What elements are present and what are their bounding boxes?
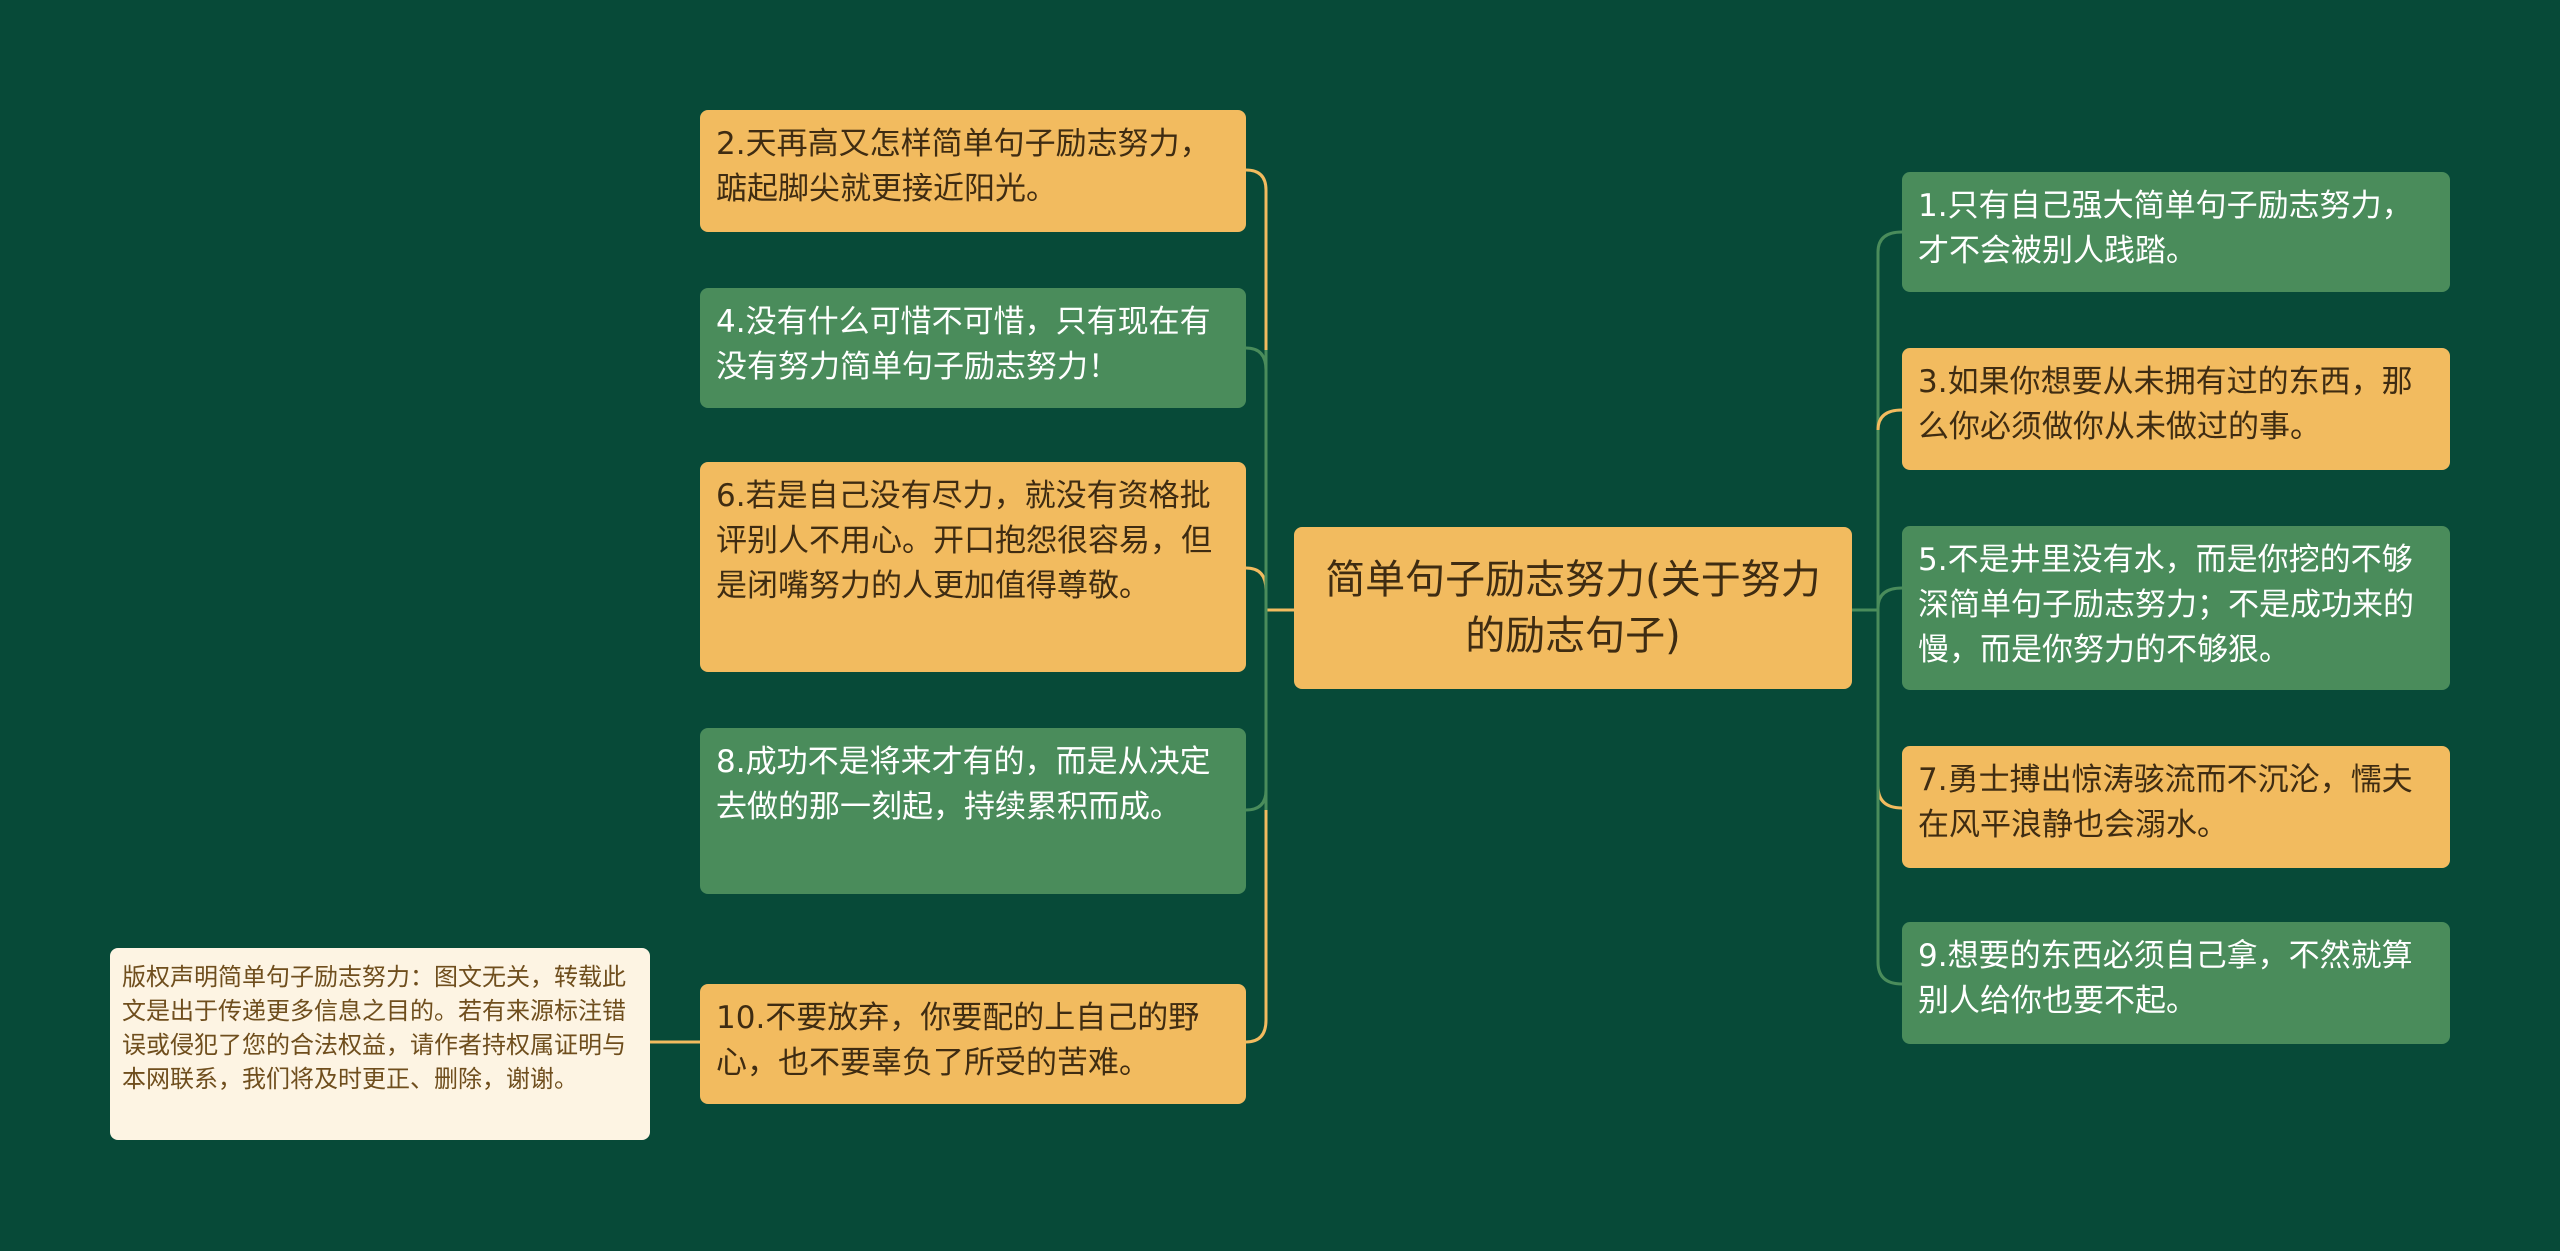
left-node-2: 2.天再高又怎样简单句子励志努力，踮起脚尖就更接近阳光。 [700, 110, 1246, 232]
root-node-text: 简单句子励志努力(关于努力的励志句子) [1325, 557, 1821, 659]
left-node-8-text: 8.成功不是将来才有的，而是从决定去做的那一刻起，持续累积而成。 [716, 744, 1211, 825]
copyright-note: 版权声明简单句子励志努力：图文无关，转载此文是出于传递更多信息之目的。若有来源标… [110, 948, 650, 1140]
left-node-2-text: 2.天再高又怎样简单句子励志努力，踮起脚尖就更接近阳光。 [716, 126, 1211, 207]
right-node-1: 1.只有自己强大简单句子励志努力，才不会被别人践踏。 [1902, 172, 2450, 292]
link-right-1 [1852, 230, 1903, 612]
link-right-3 [1876, 408, 1903, 431]
right-node-3: 3.如果你想要从未拥有过的东西，那么你必须做你从未做过的事。 [1902, 348, 2450, 470]
link-left-6 [1245, 566, 1268, 591]
right-node-7-text: 7.勇士搏出惊涛骇流而不沉沦，懦夫在风平浪静也会溺水。 [1918, 762, 2413, 843]
right-node-5: 5.不是井里没有水，而是你挖的不够深简单句子励志努力；不是成功来的慢，而是你努力… [1902, 526, 2450, 690]
link-left-8 [1245, 789, 1268, 812]
left-node-6: 6.若是自己没有尽力，就没有资格批评别人不用心。开口抱怨很容易，但是闭嘴努力的人… [700, 462, 1246, 672]
link-right-5 [1876, 586, 1903, 609]
right-node-5-text: 5.不是井里没有水，而是你挖的不够深简单句子励志努力；不是成功来的慢，而是你努力… [1918, 542, 2414, 668]
link-left-2 [1245, 168, 1294, 612]
link-left-10 [1245, 608, 1294, 1044]
right-node-1-text: 1.只有自己强大简单句子励志努力，才不会被别人践踏。 [1918, 188, 2413, 269]
left-node-4-text: 4.没有什么可惜不可惜，只有现在有没有努力简单句子励志努力！ [716, 304, 1211, 385]
right-node-3-text: 3.如果你想要从未拥有过的东西，那么你必须做你从未做过的事。 [1918, 364, 2413, 445]
left-node-10: 10.不要放弃，你要配的上自己的野心，也不要辜负了所受的苦难。 [700, 984, 1246, 1104]
left-node-8: 8.成功不是将来才有的，而是从决定去做的那一刻起，持续累积而成。 [700, 728, 1246, 894]
left-node-10-text: 10.不要放弃，你要配的上自己的野心，也不要辜负了所受的苦难。 [716, 1000, 1200, 1081]
right-node-7: 7.勇士搏出惊涛骇流而不沉沦，懦夫在风平浪静也会溺水。 [1902, 746, 2450, 868]
root-node: 简单句子励志努力(关于努力的励志句子) [1294, 527, 1852, 689]
left-node-6-text: 6.若是自己没有尽力，就没有资格批评别人不用心。开口抱怨很容易，但是闭嘴努力的人… [716, 478, 1212, 604]
right-node-9: 9.想要的东西必须自己拿，不然就算别人给你也要不起。 [1902, 922, 2450, 1044]
right-node-9-text: 9.想要的东西必须自己拿，不然就算别人给你也要不起。 [1918, 938, 2413, 1019]
left-node-4: 4.没有什么可惜不可惜，只有现在有没有努力简单句子励志努力！ [700, 288, 1246, 408]
link-right-7 [1876, 785, 1903, 810]
copyright-note-text: 版权声明简单句子励志努力：图文无关，转载此文是出于传递更多信息之目的。若有来源标… [122, 963, 626, 1093]
link-right-9 [1852, 608, 1903, 986]
link-left-4 [1245, 346, 1268, 371]
